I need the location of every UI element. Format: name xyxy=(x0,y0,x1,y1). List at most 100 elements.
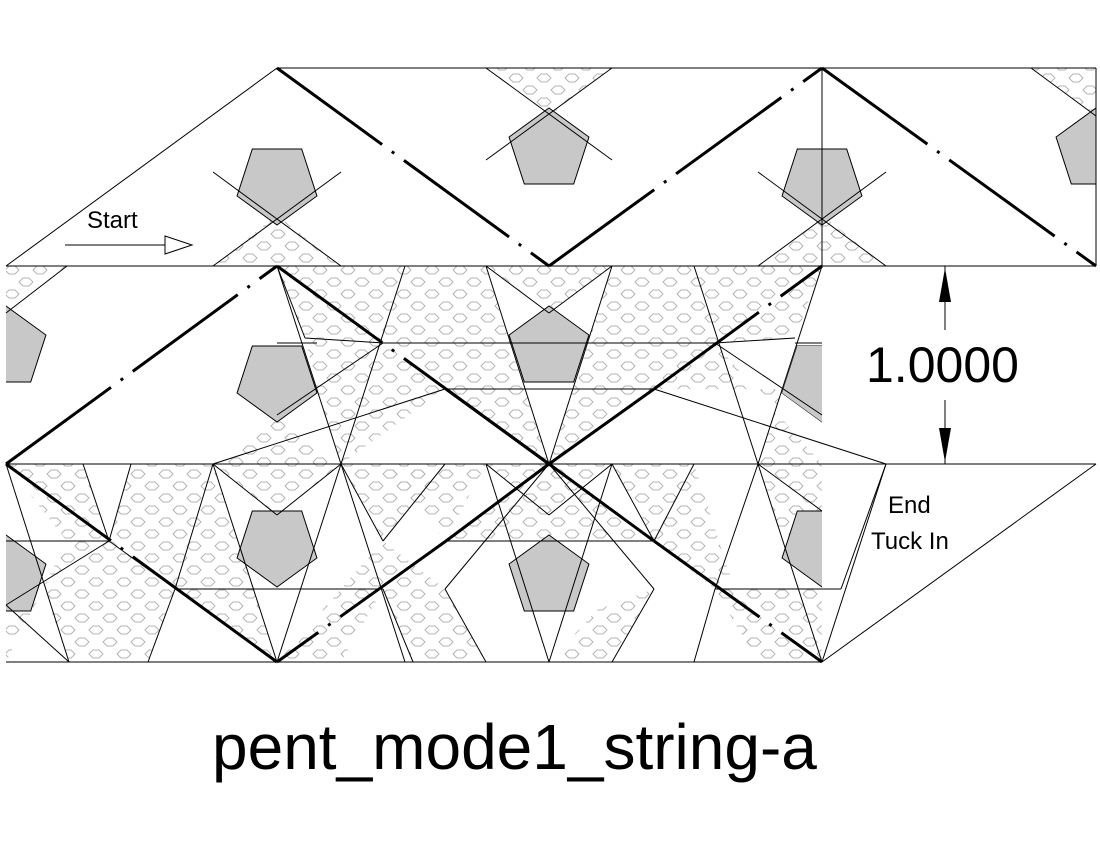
hatched-region xyxy=(383,464,486,541)
hatched-region xyxy=(383,266,549,464)
hatched-region xyxy=(486,68,612,116)
fold-path-line xyxy=(176,587,278,664)
hatched-region xyxy=(277,541,486,662)
crease-line xyxy=(548,265,613,465)
crease-line xyxy=(757,171,887,267)
pentagon-face xyxy=(508,305,590,383)
pentagon-face xyxy=(508,534,590,612)
crease-line xyxy=(382,588,414,663)
crease-line xyxy=(714,463,759,590)
crease-line xyxy=(548,463,613,663)
fold-path-lines xyxy=(5,66,1097,664)
crease-line xyxy=(276,463,342,516)
crease-line xyxy=(5,265,68,314)
crease-line xyxy=(212,388,446,465)
fold-path-line xyxy=(276,539,447,664)
crease-line xyxy=(5,463,70,663)
pentagon-face xyxy=(6,305,47,383)
crease-line xyxy=(5,67,278,267)
crease-line xyxy=(5,604,70,663)
hatched-region xyxy=(654,343,822,464)
pentagon-face xyxy=(6,534,47,612)
crease-line xyxy=(821,463,1097,663)
thin-crease-lines xyxy=(5,67,1097,663)
end-label: End xyxy=(888,492,931,519)
fold-path-line xyxy=(276,264,447,391)
crease-line xyxy=(548,463,613,516)
crease-line xyxy=(840,463,887,590)
crease-line xyxy=(757,463,823,663)
crease-line xyxy=(485,265,550,465)
fold-path-line xyxy=(5,264,278,466)
crease-line xyxy=(108,463,132,542)
crease-line xyxy=(485,463,550,516)
crease-line xyxy=(212,463,278,663)
crease-line xyxy=(212,463,278,516)
crease-line xyxy=(757,463,823,512)
pentagon-face xyxy=(508,107,590,185)
pentagon-face xyxy=(236,148,318,226)
fold-path-line xyxy=(548,66,823,268)
crease-line xyxy=(757,265,823,465)
hatched-region xyxy=(213,464,341,515)
crease-line xyxy=(212,171,342,267)
hatched-regions xyxy=(6,68,1096,662)
crease-line xyxy=(485,67,613,161)
hatched-region xyxy=(694,266,822,343)
pentagon-face xyxy=(236,345,318,423)
crease-line xyxy=(548,265,613,314)
crease-line xyxy=(276,463,342,663)
crease-line xyxy=(444,588,487,663)
dimension-label: 1.0000 xyxy=(866,337,1019,393)
fold-path-line xyxy=(445,387,550,466)
fold-path-line xyxy=(276,66,550,268)
pentagon-face xyxy=(1055,107,1096,185)
crease-line xyxy=(653,388,887,465)
fold-path-line xyxy=(548,387,655,466)
crease-line xyxy=(340,463,384,542)
hatched-region xyxy=(549,266,715,464)
crease-line xyxy=(714,342,823,416)
crease-line xyxy=(611,463,655,542)
crease-line xyxy=(5,540,110,606)
fold-path-line xyxy=(653,264,823,391)
hatched-region xyxy=(445,464,654,541)
fold-path-line xyxy=(653,539,823,664)
fold-path-line xyxy=(548,462,655,543)
dimension-arrow-up-icon xyxy=(939,268,951,302)
crease-line xyxy=(485,265,550,314)
crease-line xyxy=(276,265,342,465)
crease-line xyxy=(611,588,655,663)
hatched-region xyxy=(305,338,445,464)
dimension-arrow-down-icon xyxy=(939,428,951,462)
crease-line xyxy=(1030,67,1097,117)
hatched-region xyxy=(43,541,175,662)
crease-line xyxy=(82,463,110,542)
hatched-region xyxy=(549,589,654,662)
annotations xyxy=(65,235,951,464)
crease-line xyxy=(548,463,655,590)
crease-line xyxy=(693,265,759,465)
hatched-region xyxy=(486,266,612,313)
tuck-in-label: Tuck In xyxy=(871,528,949,555)
crease-line xyxy=(340,265,406,465)
fold-path-line xyxy=(5,462,178,591)
crease-line xyxy=(693,588,716,663)
crease-line xyxy=(714,337,796,344)
fold-path-line xyxy=(821,66,1097,268)
crease-line xyxy=(653,463,695,542)
crease-line xyxy=(276,265,306,339)
crease-line xyxy=(485,463,550,663)
blank-area xyxy=(0,60,277,266)
hatched-region xyxy=(109,464,277,662)
fold-path-line xyxy=(445,462,550,543)
pentagon-face xyxy=(236,510,318,588)
crease-line xyxy=(147,588,176,663)
diagram-title: pent_mode1_string-a xyxy=(212,711,817,783)
blank-area xyxy=(822,266,1100,464)
crease-line xyxy=(821,463,887,663)
crease-line xyxy=(276,342,384,416)
crease-line xyxy=(444,463,550,590)
crease-line xyxy=(174,463,214,590)
